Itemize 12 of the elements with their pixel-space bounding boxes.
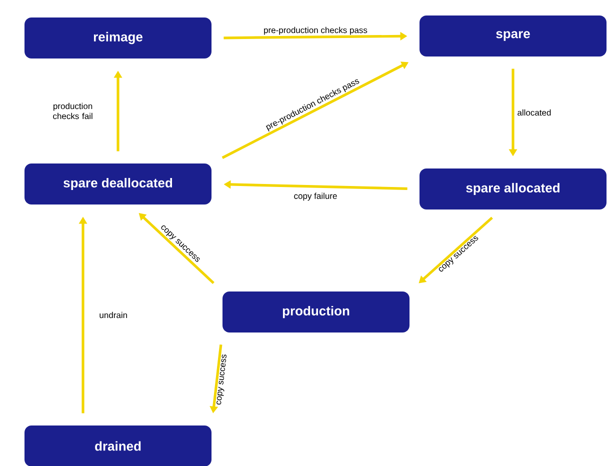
edge-label: allocated bbox=[518, 109, 551, 116]
state-box: production bbox=[222, 292, 410, 332]
state-box: reimage bbox=[24, 18, 212, 58]
edge-label: undrain bbox=[100, 312, 127, 318]
edge-label: production checks fail bbox=[53, 102, 92, 120]
state-box: spare deallocated bbox=[24, 164, 212, 204]
state-box: spare bbox=[420, 16, 606, 56]
edge-label: pre-production checks pass bbox=[264, 26, 368, 35]
state-box: drained bbox=[24, 426, 212, 466]
state-box: spare allocated bbox=[420, 168, 606, 210]
edge-label: copy success bbox=[216, 354, 226, 405]
edge-label: copy failure bbox=[294, 192, 337, 201]
